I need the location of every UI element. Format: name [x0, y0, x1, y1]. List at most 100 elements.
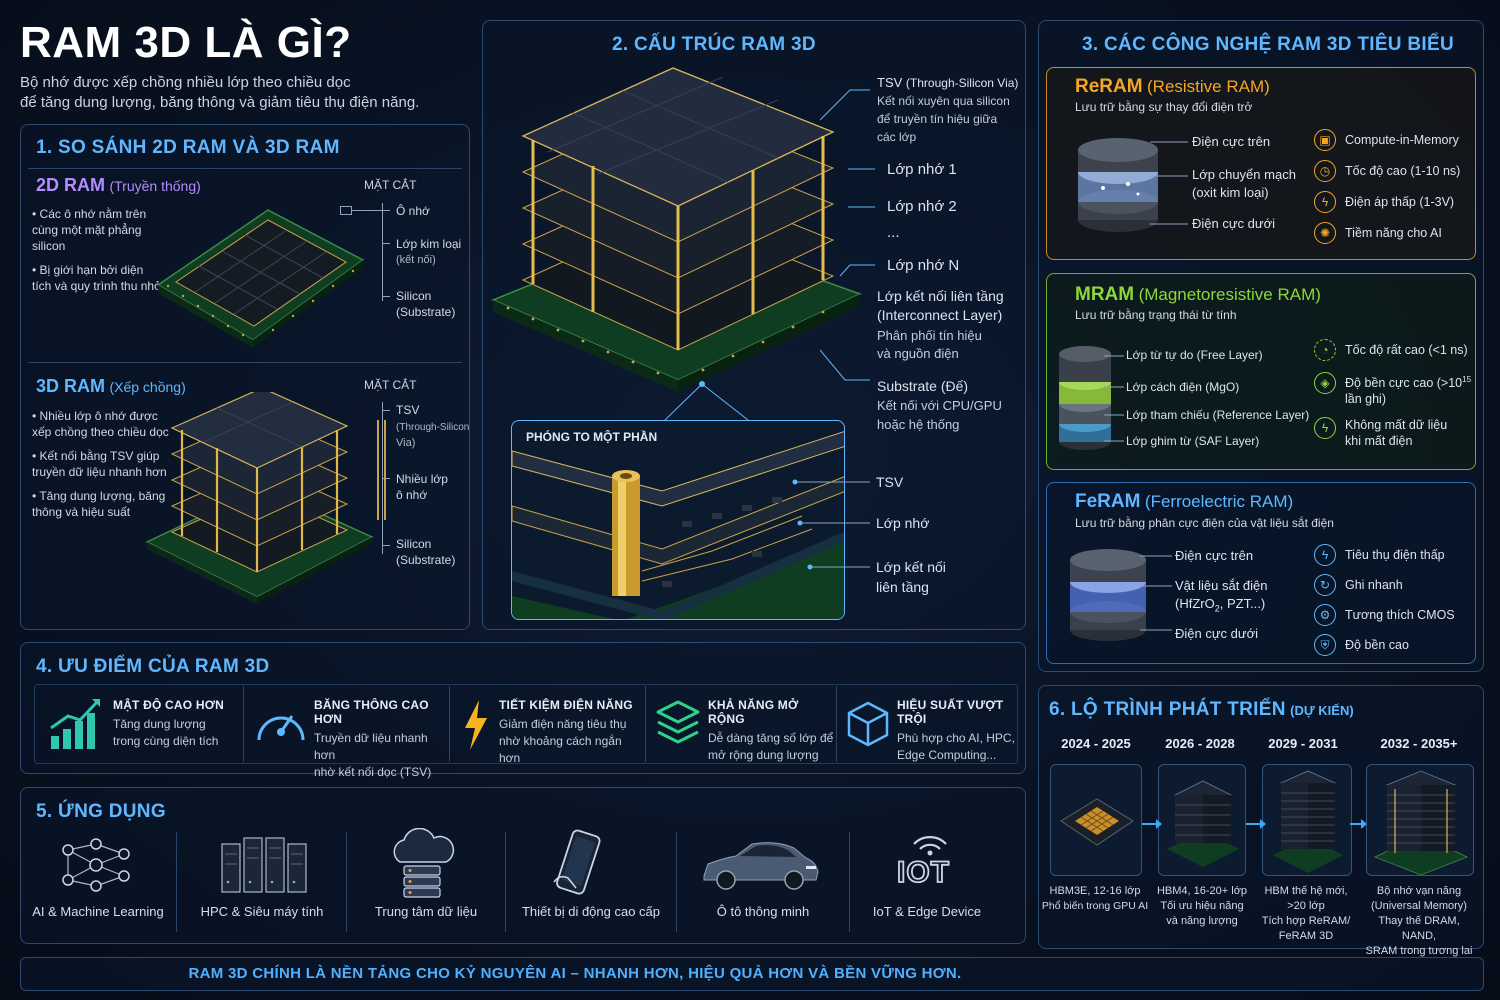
ram3d-label-tsv-sub-2: Via)	[396, 437, 416, 449]
zoom-box	[511, 420, 845, 620]
ram3d-label-silicon: Silicon	[396, 537, 432, 551]
roadmap-desc-2: HBM4, 16-20+ lớp Tối ưu hiệu năng và năn…	[1150, 884, 1254, 929]
brain-icon: ✺	[1314, 222, 1336, 244]
mram-feature-2-exp: 15	[1462, 375, 1472, 384]
ram2d-label-metal: Lớp kim loại	[396, 237, 462, 251]
ram2d-section-label: MẶT CẮT	[364, 178, 417, 192]
page-subtitle-2: để tăng dung lượng, băng thông và giảm t…	[20, 94, 420, 111]
roadmap-desc-3: HBM thế hệ mới, >20 lớp Tích hợp ReRAM/ …	[1254, 884, 1358, 944]
shield-icon: ⛨	[1314, 634, 1336, 656]
iot-icon-text: IOT	[896, 855, 950, 890]
compare-divider-mid	[28, 362, 462, 363]
structure-title: 2. CẤU TRÚC RAM 3D	[612, 34, 816, 55]
cube-icon	[847, 701, 889, 747]
structure-tsv-name: TSV	[877, 75, 903, 90]
ram3d-section-label: MẶT CẮT	[364, 378, 417, 392]
app-mobile-label: Thiết bị di động cao cấp	[521, 904, 661, 919]
mram-part-ref: Lớp tham chiếu (Reference Layer)	[1126, 408, 1310, 422]
feram-full: (Ferroelectric RAM)	[1144, 492, 1294, 511]
app-hpc-label: HPC & Siêu máy tính	[200, 904, 324, 919]
feram-cell-illustration	[1070, 549, 1146, 641]
ram2d-heading: 2D RAM (Truyền thống)	[36, 175, 201, 196]
mram-name: MRAM	[1075, 284, 1135, 305]
reram-feature-2: Tốc độ cao (1-10 ns)	[1345, 163, 1461, 178]
roadmap-desc-4: Bộ nhớ vạn năng (Universal Memory) Thay …	[1360, 884, 1478, 959]
reram-cell-illustration	[1078, 138, 1158, 232]
roadmap-year-2: 2026 - 2028	[1165, 736, 1235, 751]
density-chart-icon	[50, 699, 100, 749]
zoom-label-tsv: TSV	[876, 474, 904, 490]
adv-density-title: MẬT ĐỘ CAO HƠN	[113, 698, 225, 712]
tech-title: 3. CÁC CÔNG NGHỆ RAM 3D TIÊU BIỂU	[1082, 34, 1454, 55]
feram-heading: FeRAM (Ferroelectric RAM)	[1075, 491, 1293, 513]
roadmap-desc-2-l3: và năng lượng	[1166, 915, 1238, 927]
reram-feature-4: Tiềm năng cho AI	[1345, 225, 1442, 240]
ram3d-bullet-2: Kết nối bằng TSV giúp truyền dữ liệu nha…	[32, 448, 174, 480]
adv-density-desc-1: Tăng dung lượng	[113, 717, 206, 731]
zoom-illustration	[512, 431, 844, 619]
roadmap-tag: (DỰ KIẾN)	[1290, 703, 1354, 718]
structure-layer-1: Lớp nhớ 1	[887, 161, 957, 178]
structure-tsv-desc-2: để truyền tín hiệu giữa	[877, 112, 998, 126]
feram-part-top: Điện cực trên	[1175, 548, 1254, 563]
ram2d-label-silicon-sub: (Substrate)	[396, 305, 456, 319]
app-iot-label: IoT & Edge Device	[872, 904, 982, 919]
ram3d-bullet-3: Tăng dung lượng, băng thông và hiệu suất	[32, 488, 174, 520]
structure-substrate-3: hoặc hệ thống	[877, 417, 960, 432]
adv-scale-title: KHẢ NĂNG MỞ RỘNG	[708, 698, 799, 726]
feram-feature-2: Ghi nhanh	[1345, 577, 1403, 592]
ram2d-label-cell: Ô nhớ	[396, 204, 430, 218]
roadmap-desc-3-l1: HBM thế hệ mới,	[1264, 885, 1348, 897]
feram-feature-3: Tương thích CMOS	[1345, 607, 1455, 622]
mram-feature-3-tail: khi mất điện	[1345, 434, 1413, 449]
timer-icon: ◷	[1314, 160, 1336, 182]
roadmap-desc-3-l3: Tích hợp ReRAM/	[1261, 915, 1351, 927]
feram-name: FeRAM	[1075, 491, 1141, 512]
wifi-icon	[913, 836, 947, 856]
compare-divider-top	[28, 168, 462, 169]
reram-desc: Lưu trữ bằng sự thay đổi điện trở	[1075, 100, 1253, 114]
advantages-title: 4. ƯU ĐIỂM CỦA RAM 3D	[36, 656, 270, 677]
ram2d-bullet-1: Các ô nhớ nằm trên cùng một mặt phẳng si…	[32, 206, 164, 254]
adv-power-desc-2: nhờ khoảng cách ngắn hơn	[499, 734, 622, 765]
structure-layer-n: Lớp nhớ N	[887, 257, 960, 274]
car-icon	[703, 842, 819, 890]
zoom-connector-lines	[664, 381, 749, 421]
structure-substrate-2: Kết nối với CPU/GPU	[877, 398, 1002, 413]
ram2d-label-silicon: Silicon	[396, 289, 432, 303]
roadmap-arrows	[1142, 819, 1367, 829]
roadmap-desc-3-l2: >20 lớp	[1287, 900, 1325, 912]
reram-feature-3: Điện áp thấp (1-3V)	[1345, 194, 1455, 209]
footer-text: RAM 3D CHÍNH LÀ NỀN TẢNG CHO KỶ NGUYÊN A…	[188, 965, 962, 982]
mram-leader-lines	[1104, 355, 1124, 442]
ram3d-label-layers: Nhiều lớp	[396, 472, 448, 486]
server-rack-icon	[221, 837, 307, 893]
applications-title: 5. ỨNG DỤNG	[36, 801, 166, 822]
structure-substrate-1: Substrate (Đế)	[877, 378, 969, 394]
mram-feature-2: Độ bền cực cao (>10	[1345, 376, 1463, 391]
ram2d-chip-illustration	[156, 209, 365, 348]
adv-power-desc-1: Giảm điện năng tiêu thụ	[499, 717, 627, 731]
layers-icon	[656, 700, 700, 744]
zoom-callout-lines	[792, 479, 870, 570]
mram-card	[1046, 273, 1476, 470]
ram2d-cell-marker	[340, 206, 352, 215]
ram3d-label-layers-sub: ô nhớ	[396, 488, 428, 502]
ram3d-label-tsv: TSV	[396, 403, 420, 417]
applications-panel	[20, 787, 1026, 944]
adv-performance-title: HIỆU SUẤT VƯỢT TRỘI	[897, 698, 1004, 726]
roadmap-title: 6. LỘ TRÌNH PHÁT TRIỂN	[1049, 699, 1286, 720]
feram-part-ferro-sub: (HfZrO2, PZT...)	[1175, 596, 1265, 617]
gear-icon: ⚙	[1314, 604, 1336, 626]
ram3d-heading: 3D RAM (Xếp chồng)	[36, 376, 186, 397]
structure-stack-illustration	[491, 67, 862, 392]
adv-performance-desc-1: Phù hợp cho AI, HPC,	[897, 731, 1015, 745]
adv-bandwidth-desc-1: Truyền dữ liệu nhanh hơn	[314, 731, 428, 762]
stack-20-icon	[1273, 770, 1343, 873]
lightning-icon: ϟ	[1314, 191, 1336, 213]
cloud-datacenter-icon	[393, 828, 455, 898]
reram-part-switch-sub: (oxit kim loại)	[1192, 185, 1269, 200]
roadmap-desc-2-l1: HBM4, 16-20+ lớp	[1156, 885, 1248, 897]
neural-network-icon	[62, 838, 130, 892]
roadmap-heading: 6. LỘ TRÌNH PHÁT TRIỂN (DỰ KIẾN)	[1049, 699, 1354, 721]
